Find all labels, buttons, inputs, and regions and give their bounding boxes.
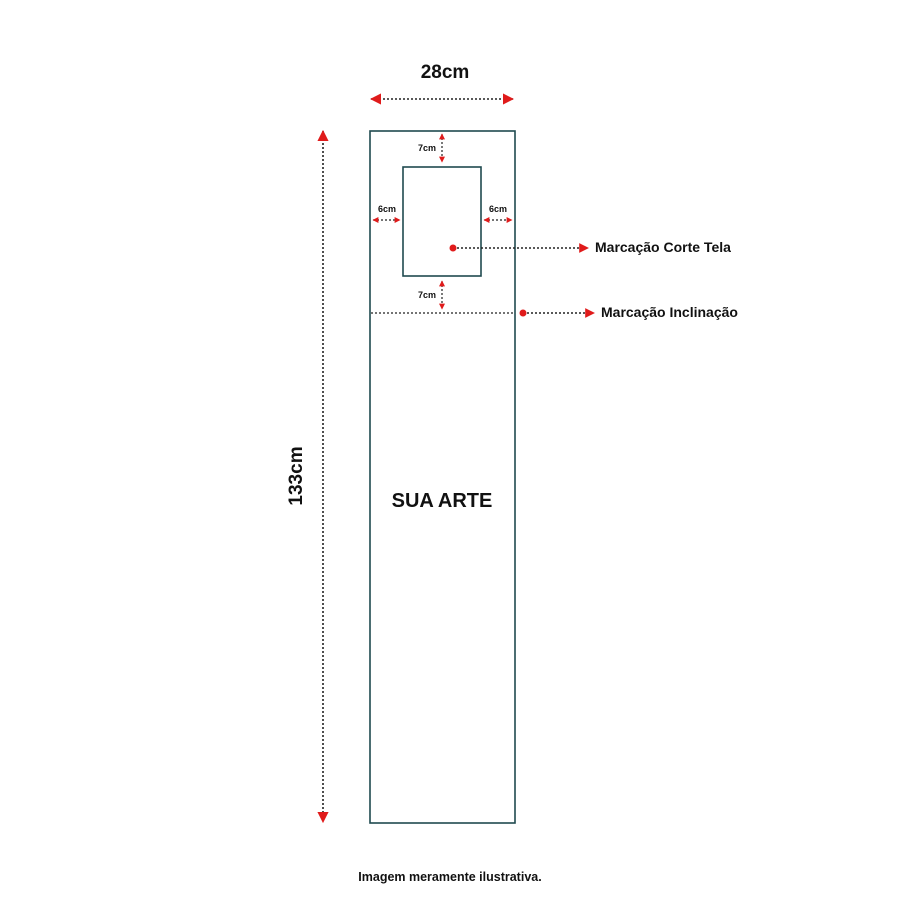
panel-outline <box>369 130 516 824</box>
cut-mark-dot <box>449 244 457 252</box>
right-margin-label: 6cm <box>489 204 507 214</box>
top-margin-label: 7cm <box>418 143 436 153</box>
width-label: 28cm <box>421 62 470 83</box>
bottom-margin-label: 7cm <box>418 290 436 300</box>
tilt-mark-label: Marcação Inclinação <box>601 304 738 320</box>
art-area-label: SUA ARTE <box>392 490 493 512</box>
cut-mark-label: Marcação Corte Tela <box>595 239 731 255</box>
height-label: 133cm <box>286 446 307 505</box>
screen-cut-window <box>402 166 482 277</box>
left-margin-label: 6cm <box>378 204 396 214</box>
tilt-mark-dot <box>519 309 527 317</box>
illustrative-note: Imagem meramente ilustrativa. <box>358 870 541 884</box>
